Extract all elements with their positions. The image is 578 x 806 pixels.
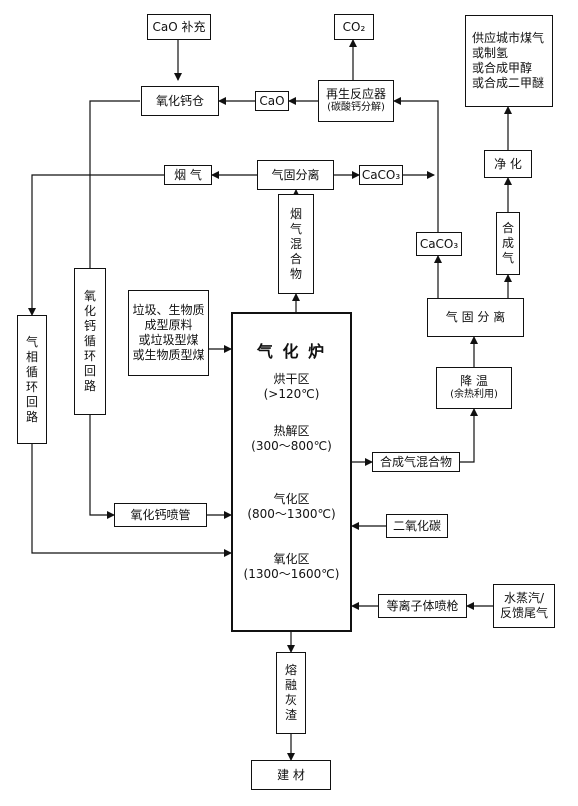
zone-drying-name: 烘干区 — [273, 372, 310, 386]
steam-line-1: 水蒸汽/ — [503, 591, 545, 605]
zone-pyrolysis-name: 热解区 — [273, 424, 310, 438]
zone-oxidation-name: 氧化区 — [273, 552, 310, 566]
building-material-box: 建 材 — [251, 760, 331, 790]
molten-slag-box: 熔 融 灰 渣 — [276, 652, 306, 734]
flue-mix-char: 气 — [289, 221, 302, 236]
flue-mix-char: 混 — [289, 236, 302, 251]
arrow-gasloop-to-gasifier — [31, 444, 232, 557]
gas-solid-separator-top: 气固分离 — [257, 160, 334, 190]
cao-silo-label: 氧化钙仓 — [155, 93, 204, 108]
product-line-1: 供应城市煤气 — [472, 31, 545, 45]
cao-silo-box: 氧化钙仓 — [141, 86, 219, 116]
flue-gas-label: 烟 气 — [174, 167, 202, 182]
zone-pyrolysis-temp: (300～800℃) — [251, 439, 332, 453]
gas-loop-char: 气 — [25, 334, 38, 349]
cao-loop-char: 钙 — [83, 319, 96, 333]
flue-mix-char: 物 — [289, 266, 302, 281]
cao-nozzle-label: 氧化钙喷管 — [130, 507, 191, 522]
caco3-label-1: CaCO₃ — [361, 167, 401, 182]
cao-loop-box: 氧 化 钙 循 环 回 路 — [74, 268, 106, 415]
plasma-torch-label: 等离子体喷枪 — [386, 598, 459, 613]
products-box: 供应城市煤气 或制氢 或合成甲醇 或合成二甲醚 — [465, 15, 553, 107]
cao-nozzle-box: 氧化钙喷管 — [114, 503, 207, 527]
cao-label-box: CaO — [255, 91, 289, 111]
gas-solid-separator-top-label: 气固分离 — [271, 167, 320, 182]
gas-solid-separator-right-label: 气 固 分 离 — [445, 310, 506, 324]
flue-gas-mixture-box: 烟 气 混 合 物 — [278, 194, 314, 294]
cao-loop-char: 回 — [83, 364, 96, 378]
regenerator-title: 再生反应器 — [325, 87, 386, 102]
syngas-char: 合 — [501, 221, 514, 235]
cooling-title: 降 温 — [460, 374, 488, 389]
arrow-flue-to-gasloop — [28, 174, 164, 316]
product-line-2: 或制氢 — [472, 46, 509, 60]
cao-loop-char: 路 — [83, 379, 96, 393]
arrow-syngasmix-to-cooling — [460, 408, 478, 463]
zone-gasification-temp: (800～1300℃) — [247, 507, 336, 521]
feed-line-2: 成型原料 — [144, 318, 193, 332]
caco3-label-box-2: CaCO₃ — [416, 232, 462, 256]
gasifier-title: 气 化 炉 — [256, 342, 327, 361]
regenerator-box: 再生反应器 (碳酸钙分解) — [318, 80, 394, 122]
syngas-box: 合 成 气 — [496, 212, 520, 275]
zone-drying-temp: (>120℃) — [263, 387, 320, 401]
slag-char: 融 — [284, 678, 297, 692]
cao-loop-char: 氧 — [83, 289, 96, 303]
zone-oxidation-temp: (1300～1600℃) — [243, 567, 340, 581]
cao-supplement-label: CaO 补充 — [152, 19, 206, 34]
flue-mix-char: 合 — [289, 251, 302, 266]
syngas-mixture-label: 合成气混合物 — [379, 454, 452, 469]
cao-loop-char: 环 — [83, 349, 96, 363]
slag-char: 渣 — [284, 708, 297, 722]
arrow-loop-to-nozzle — [89, 415, 115, 519]
syngas-char: 成 — [501, 236, 514, 250]
slag-char: 灰 — [284, 693, 297, 707]
co2-output-box: CO₂ — [334, 14, 374, 40]
gas-phase-loop-box: 气 相 循 环 回 路 — [17, 315, 47, 444]
gasifier-box: 气 化 炉 烘干区 (>120℃) 热解区 (300～800℃) 气化区 (80… — [231, 312, 352, 632]
purify-box: 净 化 — [484, 150, 532, 178]
purify-label: 净 化 — [494, 156, 522, 171]
gas-loop-char: 回 — [25, 394, 38, 409]
cao-loop-char: 循 — [83, 334, 96, 348]
product-line-3: 或合成甲醇 — [472, 61, 533, 75]
cooling-subtitle: (余热利用) — [450, 389, 498, 401]
steam-line-2: 反馈尾气 — [499, 606, 548, 620]
cao-loop-char: 化 — [83, 304, 96, 318]
flue-mix-char: 烟 — [289, 206, 302, 221]
co2-output-label: CO₂ — [342, 19, 366, 34]
co2-input-label: 二氧化碳 — [392, 518, 441, 533]
feed-line-4: 或生物质型煤 — [132, 348, 205, 362]
caco3-label-box-1: CaCO₃ — [359, 165, 403, 185]
cao-supplement-box: CaO 补充 — [147, 14, 211, 40]
zone-gasification-name: 气化区 — [273, 492, 310, 506]
cao-label: CaO — [259, 93, 285, 108]
gas-loop-char: 路 — [25, 409, 38, 424]
regenerator-subtitle: (碳酸钙分解) — [327, 102, 385, 114]
co2-input-box: 二氧化碳 — [386, 514, 448, 538]
slag-char: 熔 — [284, 663, 297, 677]
gas-loop-char: 环 — [25, 379, 38, 394]
steam-box: 水蒸汽/ 反馈尾气 — [493, 584, 555, 628]
feed-line-1: 垃圾、生物质 — [132, 303, 205, 317]
gas-solid-separator-right: 气 固 分 离 — [427, 298, 524, 337]
product-line-4: 或合成二甲醚 — [472, 76, 545, 90]
syngas-mixture-box: 合成气混合物 — [372, 452, 460, 472]
line-silo-to-cao-loop — [89, 100, 140, 268]
cooling-box: 降 温 (余热利用) — [436, 367, 512, 409]
plasma-torch-box: 等离子体喷枪 — [378, 594, 467, 618]
feedstock-box: 垃圾、生物质 成型原料 或垃圾型煤 或生物质型煤 — [128, 290, 209, 376]
syngas-char: 气 — [501, 251, 514, 265]
gas-loop-char: 循 — [25, 364, 38, 379]
building-material-label: 建 材 — [277, 767, 305, 782]
gas-loop-char: 相 — [25, 349, 38, 364]
feed-line-3: 或垃圾型煤 — [138, 333, 199, 347]
caco3-label-2: CaCO₃ — [419, 236, 459, 251]
arrow-junction-to-regenerator — [393, 97, 439, 232]
flue-gas-label-box: 烟 气 — [164, 165, 212, 185]
